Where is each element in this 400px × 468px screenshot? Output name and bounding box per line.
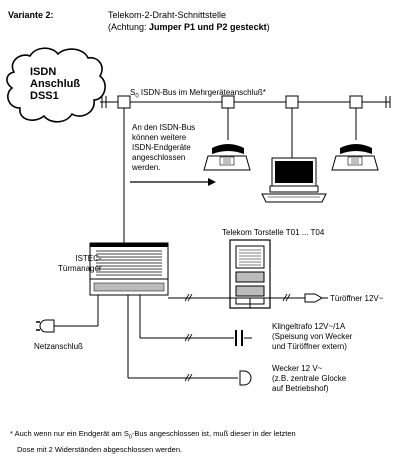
interface-title: Telekom-2-Draht-Schnittstelle [108, 10, 227, 20]
variant-label: Variante 2: [8, 10, 54, 20]
bus-socket-4 [349, 95, 363, 109]
wire-marker-trafo [184, 333, 193, 342]
arrow-right-icon [130, 178, 216, 186]
wire-marker-opener [184, 293, 193, 302]
bus-terminator-left [101, 96, 107, 108]
bell-icon [239, 370, 252, 386]
jumper-note: (Achtung: Jumper P1 und P2 gesteckt) [108, 22, 270, 32]
bus-extension-note: An den ISDN-Bus können weitere ISDN-Endg… [132, 123, 196, 172]
isdn-telephone-icon-1 [203, 144, 251, 171]
wire-marker-bell [184, 373, 193, 382]
istec-door-manager-box [89, 242, 169, 296]
isdn-telephone-icon-2 [331, 144, 379, 171]
bell-transformer-icon [235, 330, 252, 346]
mains-label: Netzanschluß [34, 342, 83, 351]
istec-label: ISTEC- Türmanager [58, 254, 102, 273]
bus-terminator-right [385, 96, 391, 108]
door-station-panel [229, 239, 271, 309]
bell-transformer-label: Klingeltrafo 12V~/1A (Speisung von Wecke… [272, 322, 353, 351]
computer-icon [261, 157, 327, 203]
door-opener-icon [304, 293, 328, 303]
door-opener-label: Türöffner 12V~ [330, 294, 384, 303]
isdn-cloud-shape [6, 47, 106, 123]
bus-socket-3 [285, 95, 299, 109]
isdn-cloud-label: ISDN Anschluß DSS1 [30, 66, 81, 102]
isdn-bus-label: S0 ISDN-Bus im Mehrgeräteanschluß* [130, 88, 266, 100]
door-station-label: Telekom Torstelle T01 ... T04 [222, 228, 325, 237]
bell-label: Wecker 12 V~ (z.B. zentrale Glocke auf B… [272, 364, 347, 393]
power-plug-icon [36, 319, 55, 333]
bus-socket-1 [117, 95, 131, 109]
wire-marker-door [282, 293, 291, 302]
footnote: * Auch wenn nur ein Endgerät am S0-Bus a… [10, 429, 296, 454]
